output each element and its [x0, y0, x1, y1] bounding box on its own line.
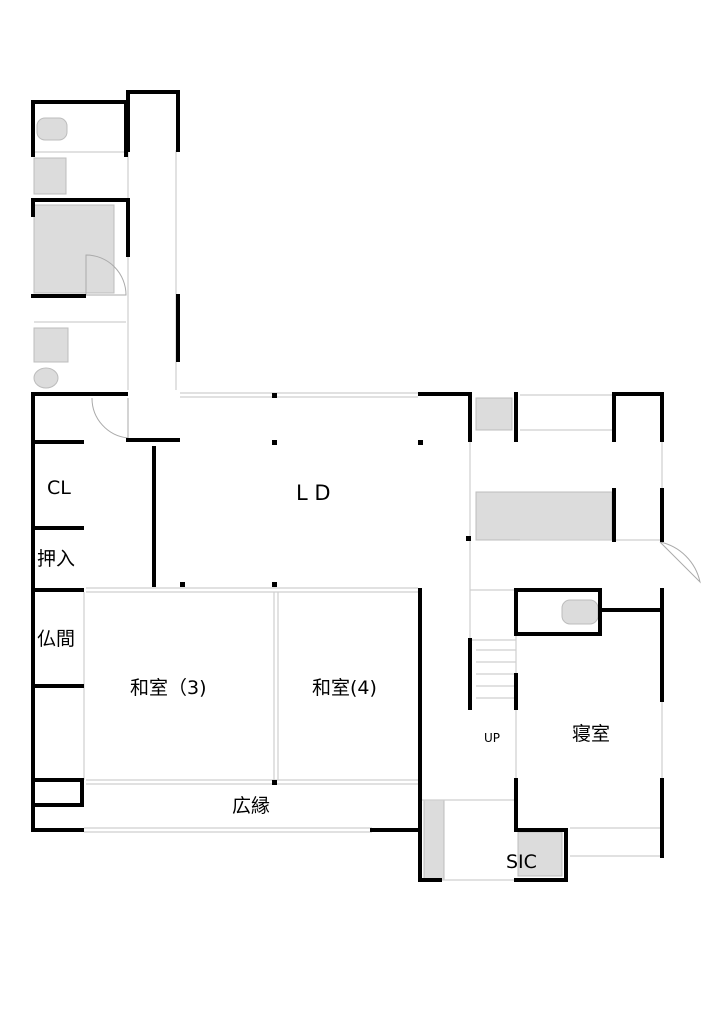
label-butsuma: 仏間 — [37, 628, 75, 650]
label-hiroen: 広縁 — [232, 795, 270, 817]
toilet-bedroom — [561, 599, 599, 625]
posts — [180, 393, 471, 785]
label-oshiire: 押入 — [37, 548, 75, 570]
label-washitsu3: 和室（3) — [130, 677, 207, 699]
sic-shelf — [517, 831, 563, 877]
label-cl: CL — [47, 477, 71, 499]
toilet-upper — [36, 117, 68, 141]
label-washitsu4: 和室(4) — [312, 677, 377, 699]
door-swings — [85, 254, 701, 584]
fridge — [475, 397, 513, 431]
label-sic: SIC — [506, 851, 537, 873]
bathtub — [33, 204, 115, 294]
walls — [31, 90, 664, 882]
label-shinshitsu: 寝室 — [572, 723, 610, 745]
fixtures — [33, 117, 613, 881]
kitchen-counter — [475, 491, 613, 541]
toilet-lower — [33, 367, 59, 389]
room-labels: CL 押入 仏間 L D 和室（3) 和室(4) 広縁 UP 寝室 SIC — [37, 477, 610, 873]
washer-unit — [33, 327, 69, 363]
thin-lines — [34, 150, 663, 881]
washbasin — [33, 157, 67, 195]
label-ld: L D — [296, 481, 331, 505]
label-up: UP — [484, 731, 500, 745]
entry-step — [423, 799, 445, 881]
